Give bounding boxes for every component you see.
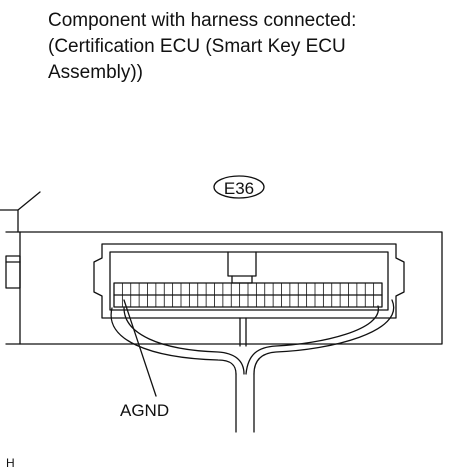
title-line-2: (Certification ECU (Smart Key ECU: [48, 36, 346, 57]
agnd-leader-line: [123, 299, 157, 397]
connector-code-badge: E36: [213, 175, 265, 199]
title-line-1: Component with harness connected:: [48, 10, 357, 31]
ecu-housing: [0, 191, 443, 345]
wire-harness: [110, 299, 395, 433]
agnd-label: AGND: [120, 401, 169, 420]
connector-code: E36: [224, 179, 254, 198]
title-line-3: Assembly)): [48, 62, 144, 83]
figure-code: H: [6, 456, 15, 470]
figure-title: Component with harness connected: (Certi…: [48, 8, 468, 86]
terminal-cells: [121, 282, 375, 308]
connector-housing: [93, 243, 405, 319]
